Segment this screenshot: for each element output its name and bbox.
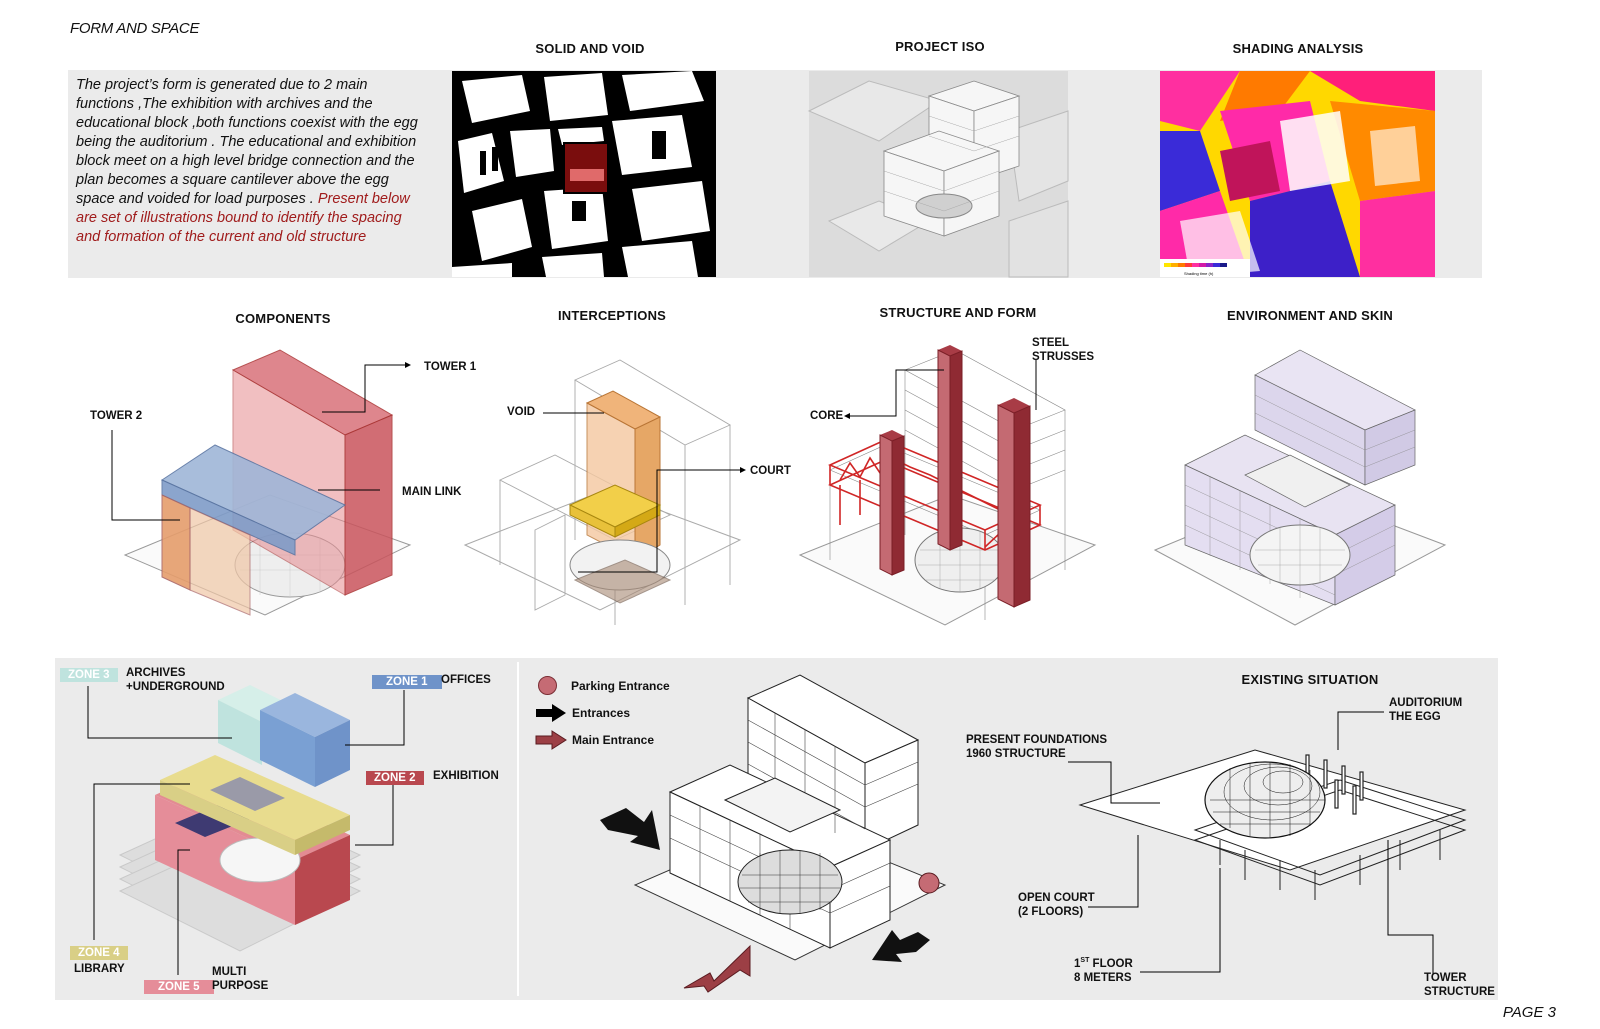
zone4-tag-wrap: ZONE 4 [70,943,128,961]
foundations-line2: 1960 STRUCTURE [966,748,1066,760]
tower-structure-line1: TOWER [1424,972,1467,984]
floor-prefix: 1 [1074,957,1081,970]
zone1-tag-wrap: ZONE 1 [372,672,442,690]
open-court-label: OPEN COURT (2 FLOORS) [1018,891,1095,919]
steel-line2: STRUSSES [1032,351,1094,363]
zone3-label-line1: ARCHIVES [126,667,186,679]
steel-trusses-label: STEEL STRUSSES [1032,336,1094,364]
zone2-tag: ZONE 2 [366,771,424,785]
shading-title: SHADING ANALYSIS [1232,41,1364,56]
solid-void-map [452,71,716,277]
existing-title: EXISTING SITUATION [1241,672,1379,687]
zones-diagram [118,685,362,952]
floor-sup: ST [1080,957,1090,964]
components-title: COMPONENTS [235,311,331,326]
interceptions-title: INTERCEPTIONS [557,308,667,323]
structure-diagram [798,345,1097,626]
zone4-tag: ZONE 4 [70,946,128,960]
shading-analysis-map: Shading time (h) [1160,71,1435,277]
tower-structure-line2: STRUCTURE [1424,986,1495,998]
intro-highlight: Present below are set of illustrations b… [76,191,410,245]
bottom-divider [517,662,519,996]
legend-parking: Parking Entrance [538,676,670,695]
zone5-tag: ZONE 5 [144,980,214,994]
entrance-arrow-icon [536,704,566,722]
zone2-label: EXHIBITION [433,770,499,782]
first-floor-line1: 1ST FLOOR [1074,954,1133,971]
zone3-tag-wrap: ZONE 3 [60,665,118,683]
tower2-label: TOWER 2 [90,410,143,422]
tower1-label: TOWER 1 [424,361,477,373]
tower-structure-label: TOWER STRUCTURE [1424,971,1495,999]
project-iso-render [807,71,1069,278]
foundations-line1: PRESENT FOUNDATIONS [966,734,1107,746]
page-title: FORM AND SPACE [70,20,200,37]
intro-body: The project’s form is generated due to 2… [76,77,418,207]
components-diagram [123,349,412,616]
first-floor-line2: 8 METERS [1074,971,1132,984]
zone4-label: LIBRARY [74,963,125,975]
open-court-line1: OPEN COURT [1018,892,1095,904]
zone5-label-line1: MULTI [212,966,247,978]
court-label: COURT [750,465,791,477]
zone3-tag: ZONE 3 [60,668,118,682]
zone5-label-line2: PURPOSE [212,980,269,992]
legend-main-label: Main Entrance [572,733,655,747]
parking-dot-icon [538,676,557,695]
foundations-label: PRESENT FOUNDATIONS 1960 STRUCTURE [966,733,1107,761]
main-link-label: MAIN LINK [402,486,462,498]
steel-line1: STEEL [1032,337,1070,349]
legend-main: Main Entrance [535,730,655,750]
auditorium-label: AUDITORIUM THE EGG [1389,696,1462,724]
zone1-tag: ZONE 1 [372,675,442,689]
page-number: PAGE 3 [1502,1004,1556,1021]
entrances-diagram [600,674,947,993]
structure-title: STRUCTURE AND FORM [879,305,1037,320]
zone2-tag-wrap: ZONE 2 [366,768,424,786]
legend-entrances-label: Entrances [572,706,631,720]
solid-void-title: SOLID AND VOID [535,41,645,56]
open-court-line2: (2 FLOORS) [1018,906,1084,918]
intro-text: The project’s form is generated due to 2… [76,76,426,247]
main-entrance-arrow-icon [535,730,567,750]
environment-diagram [1153,349,1447,626]
auditorium-line2: THE EGG [1389,711,1441,723]
zone1-label: OFFICES [441,674,491,686]
core-label: CORE [810,410,844,422]
environment-title: ENVIRONMENT AND SKIN [1226,308,1394,323]
zone3-label-line2: +UNDERGROUND [126,681,225,693]
legend-entrances: Entrances [536,704,630,722]
interceptions-diagram [463,359,742,625]
shading-scale-caption: Shading time (h) [1184,271,1214,276]
floor-suffix: FLOOR [1089,957,1133,970]
legend-parking-label: Parking Entrance [571,678,670,693]
first-floor-label: 1ST FLOOR 8 METERS [1074,954,1133,985]
void-label: VOID [507,406,536,418]
auditorium-line1: AUDITORIUM [1389,697,1463,709]
project-iso-title: PROJECT ISO [895,39,985,54]
zone5-tag-wrap: ZONE 5 [144,977,214,995]
zone3-label: ARCHIVES +UNDERGROUND [126,666,225,694]
zone5-label: MULTI PURPOSE [212,965,268,993]
existing-diagram [1078,749,1467,900]
